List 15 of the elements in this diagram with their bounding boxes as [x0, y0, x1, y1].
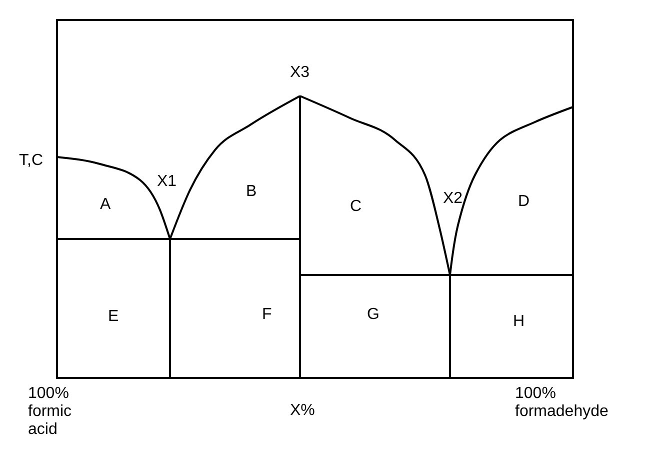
axis-label: X%	[290, 402, 315, 420]
axis-end-label: 100% formic acid	[28, 385, 73, 439]
point-label: X3	[290, 64, 310, 82]
region-label: C	[350, 198, 362, 216]
point-label: X2	[443, 190, 463, 208]
region-label: H	[513, 313, 525, 331]
region-label: D	[518, 193, 530, 211]
point-label: T,C	[19, 152, 43, 170]
region-label: G	[367, 306, 380, 324]
point-label: X1	[157, 173, 177, 191]
region-label: F	[262, 306, 272, 324]
axis-end-label: 100% formadehyde	[515, 385, 610, 421]
region-label: A	[100, 196, 111, 214]
region-label: E	[108, 308, 119, 326]
region-label: B	[246, 183, 257, 201]
